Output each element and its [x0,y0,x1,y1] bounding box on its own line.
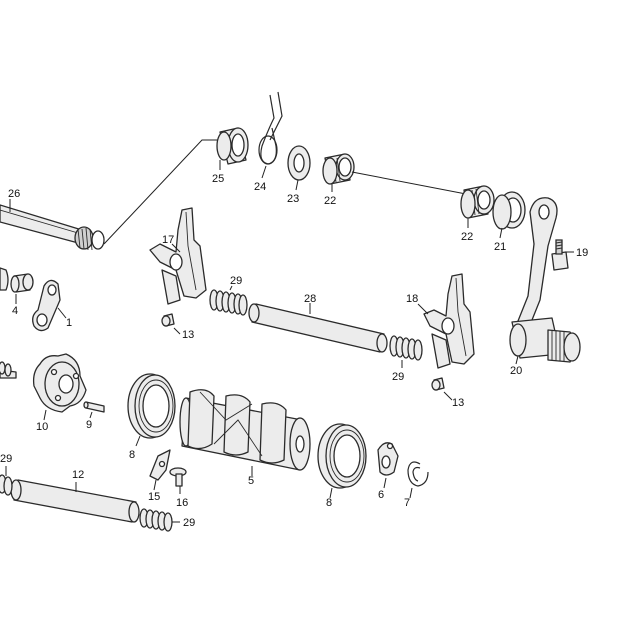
label-12: 12 [72,469,84,481]
part-7-circlip [407,461,429,499]
label-29a: 29 [230,275,242,287]
label-19: 19 [576,247,588,259]
leader-17 [171,243,181,253]
part-18-fork [417,273,475,369]
label-29d: 29 [0,453,12,465]
part-17-fork [149,207,207,305]
label-22a: 22 [324,195,336,207]
label-18: 18 [406,293,418,305]
label-28: 28 [304,293,316,305]
part-12-rod [10,479,140,523]
part-13-roller [161,313,181,335]
part-25-bush [216,127,249,170]
part-16-screw [169,467,187,494]
leader-22 [351,171,467,195]
part-26-shaft [0,204,105,251]
part-29-spring-c [139,508,180,532]
label-7: 7 [404,497,410,509]
label-29c: 29 [183,517,195,529]
label-16: 16 [176,497,188,509]
leader-26-25 [103,139,220,245]
part-9-pin [83,401,105,419]
label-20: 20 [510,365,522,377]
part-22-needle-bearing-right [460,185,495,228]
label-6: 6 [378,489,384,501]
part-29-spring-edge [0,361,13,496]
label-24: 24 [254,181,266,193]
part-13-roller-right [431,377,453,401]
part-23-washer [287,145,311,191]
label-13a: 13 [182,329,194,341]
part-24-spring [258,91,283,179]
part-19-bolt [551,239,574,271]
part-8-bearing-left [127,373,176,447]
label-22b: 22 [461,231,473,243]
label-15: 15 [148,491,160,503]
label-8b: 8 [326,497,332,509]
label-10: 10 [36,421,48,433]
part-15-bracket [149,449,171,491]
label-21: 21 [494,241,506,253]
label-25: 25 [212,173,224,185]
part-29-spring-a [209,285,248,316]
part-21-seal [492,191,526,239]
label-8a: 8 [129,449,135,461]
part-10-cam [32,353,87,421]
part-4-bush [10,273,34,304]
part-5-shift-drum [179,389,311,476]
label-26: 26 [8,188,20,200]
label-29b: 29 [392,371,404,383]
label-13b: 13 [452,397,464,409]
part-29-spring-b [389,335,423,368]
part-22-needle-bearing [322,153,355,185]
part-1-lever [32,279,67,332]
label-1: 1 [66,317,72,329]
label-4: 4 [12,305,18,317]
part-edge-left [0,267,9,291]
label-9: 9 [86,419,92,431]
label-5: 5 [248,475,254,487]
part-6-cam-plate [377,442,399,489]
label-17: 17 [162,234,174,246]
part-28-rod [248,303,388,353]
label-23: 23 [287,193,299,205]
part-20-pedal-arm [509,197,581,365]
part-8-bearing-right [317,423,367,499]
